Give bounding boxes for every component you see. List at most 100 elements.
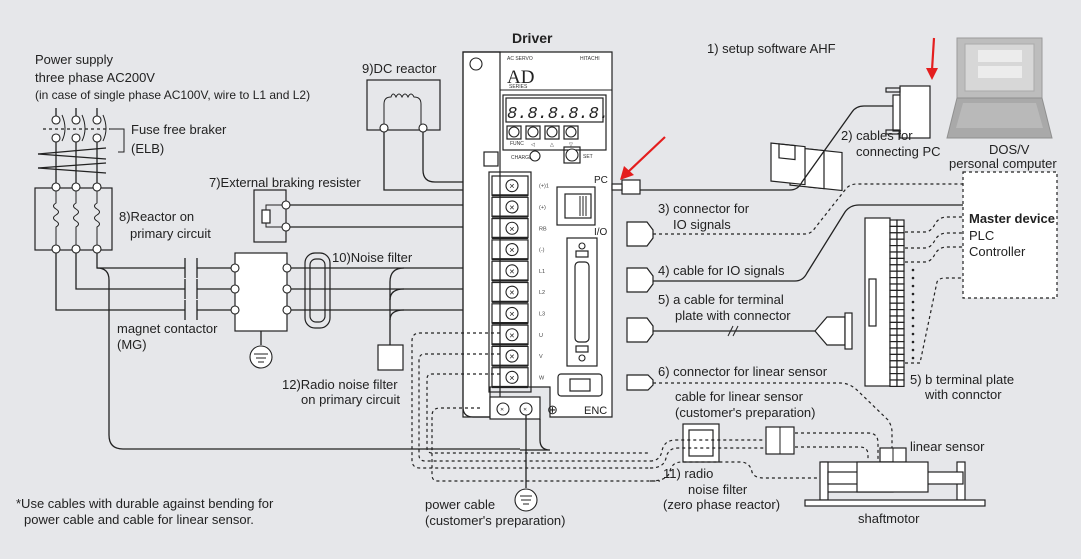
terminal-plate-cell — [896, 232, 905, 240]
enc-port-label: ENC — [584, 405, 607, 417]
terminal-label: L2 — [539, 290, 545, 296]
driver-model: AD — [507, 67, 534, 88]
terminal-plate-cell — [889, 219, 898, 228]
master-device-controller: Controller — [969, 244, 1026, 259]
fuse-label-line2: (ELB) — [131, 141, 164, 156]
radio-filter-secondary-line2: noise filter — [688, 482, 748, 497]
terminal-plate-cell — [889, 245, 898, 253]
terminal-V: ✕V — [491, 345, 543, 367]
shaftmotor-assembly — [804, 447, 986, 507]
set-label: SET — [583, 154, 593, 160]
reactor-label-line2: primary circuit — [130, 226, 211, 241]
svg-text:✕: ✕ — [509, 226, 515, 233]
terminal-label: (+)1 — [539, 184, 549, 190]
terminal-L1: ✕ L1 — [491, 260, 545, 282]
dc-reactor-label: 9)DC reactor — [362, 61, 437, 76]
power-supply-label: Power supply three phase AC200V (in case… — [35, 52, 310, 102]
dc-reactor — [366, 79, 500, 191]
terminal-block: ✕(+)1✕(+)✕RB✕(-)✕L1✕L2✕L3✕U✕V✕W — [491, 175, 549, 389]
svg-text:✕: ✕ — [509, 248, 515, 255]
charge-indicator — [529, 150, 541, 162]
up-label: △ — [550, 142, 554, 148]
terminal-plate-line2: with connctor — [924, 387, 1002, 402]
continuation-dot — [911, 348, 915, 352]
footnote-line1: *Use cables with durable against bending… — [16, 496, 274, 511]
io-port-label: I/O — [594, 227, 608, 238]
svg-text:✕: ✕ — [509, 354, 515, 361]
radio-filter-primary-line1: 12)Radio noise filter — [282, 377, 398, 392]
servo-driver: AC SERVO AD SERIES HITACHI 8.8.8.8.8. FU… — [462, 51, 613, 488]
motor-wires — [411, 332, 660, 482]
terminal-plate-cell — [889, 238, 898, 247]
terminal-plate-cell — [896, 289, 905, 298]
svg-text:✕: ✕ — [523, 407, 527, 413]
fuse-label-line1: Fuse free braker — [131, 122, 227, 137]
charge-label: CHARGE — [511, 155, 533, 161]
magnet-contactor — [230, 252, 292, 369]
continuation-dot — [911, 276, 915, 280]
terminal-plate-cell — [896, 379, 905, 388]
linear-cable-line1: cable for linear sensor — [675, 389, 804, 404]
power-cable-line1: power cable — [425, 497, 495, 512]
master-device — [962, 171, 1058, 299]
terminal-plate-cell — [889, 270, 898, 279]
terminal-plate-cell — [889, 264, 898, 272]
highlight-arrow-pc-port — [620, 136, 666, 180]
svg-text:✕: ✕ — [509, 290, 515, 297]
terminal-screw-icon — [505, 285, 519, 299]
pc-label-line2: personal computer — [949, 156, 1057, 171]
terminal-plate-cell — [889, 302, 898, 311]
terminal-plate-cell — [896, 366, 905, 375]
terminal-screw-icon — [505, 243, 519, 257]
terminal-: ✕(-) — [491, 239, 545, 261]
terminal-screw-icon — [505, 328, 519, 342]
linear-sensor-cables — [649, 426, 879, 482]
svg-text:✕: ✕ — [509, 205, 515, 212]
terminal-plate-cell — [889, 232, 898, 240]
pc-port-label: PC — [594, 175, 608, 186]
svg-text:✕: ✕ — [509, 333, 515, 340]
terminal-label: L1 — [539, 269, 545, 275]
terminal-plate-cell — [889, 315, 898, 324]
terminal-: ✕(+) — [491, 196, 546, 218]
terminal-plate-cell — [889, 328, 898, 336]
laptop-icon — [946, 37, 1053, 139]
terminal-screw-icon — [505, 200, 519, 214]
svg-text:✕: ✕ — [509, 184, 515, 191]
terminal-plate-cell — [896, 277, 905, 285]
terminal-plate-cell — [889, 225, 898, 234]
terminal-plate-cell — [889, 251, 898, 260]
terminal-plate-cell — [896, 341, 905, 349]
terminal-plate-cell — [889, 341, 898, 349]
terminal-plate-cell — [889, 257, 898, 266]
terminal-W: ✕W — [491, 367, 545, 389]
io-cable-label: 4) cable for IO signals — [658, 263, 785, 278]
terminal-plate-cell — [889, 373, 898, 381]
terminal-plate-cell — [896, 334, 905, 343]
terminal-plate-cell — [896, 225, 905, 234]
noise-filter-label: 10)Noise filter — [332, 250, 413, 265]
power-supply-line2: three phase AC200V — [35, 70, 155, 85]
linear-cable-line2: (customer's preparation) — [675, 405, 815, 420]
floppy-disk-icons — [770, 142, 843, 192]
terminal-screw-icon — [505, 179, 519, 193]
driver-buttons: FUNC ◁ △ ▽ CHARGE SET — [506, 125, 593, 164]
terminal-label: W — [539, 375, 545, 381]
terminal-cable-line2: plate with connector — [675, 308, 791, 323]
continuation-dot — [911, 268, 915, 272]
terminal-plate-cell — [896, 251, 905, 260]
linear-connector-label: 6) connector for linear sensor — [658, 364, 828, 379]
fuse-free-breaker — [37, 108, 125, 186]
continuation-dot — [911, 340, 915, 344]
continuation-dot — [911, 308, 915, 312]
linear-sensor-connector — [626, 374, 893, 448]
terminal-plate-cell — [896, 373, 905, 381]
terminal-screw-icon — [505, 221, 519, 235]
enc-port — [557, 373, 603, 397]
terminal-plate-cell — [896, 309, 905, 317]
io-connector-line2: IO signals — [673, 217, 731, 232]
terminal-plate-cell — [889, 321, 898, 330]
svg-text:✕: ✕ — [509, 269, 515, 276]
magnet-contactor-line1: magnet contactor — [117, 321, 218, 336]
terminal-plate-cell — [889, 366, 898, 375]
